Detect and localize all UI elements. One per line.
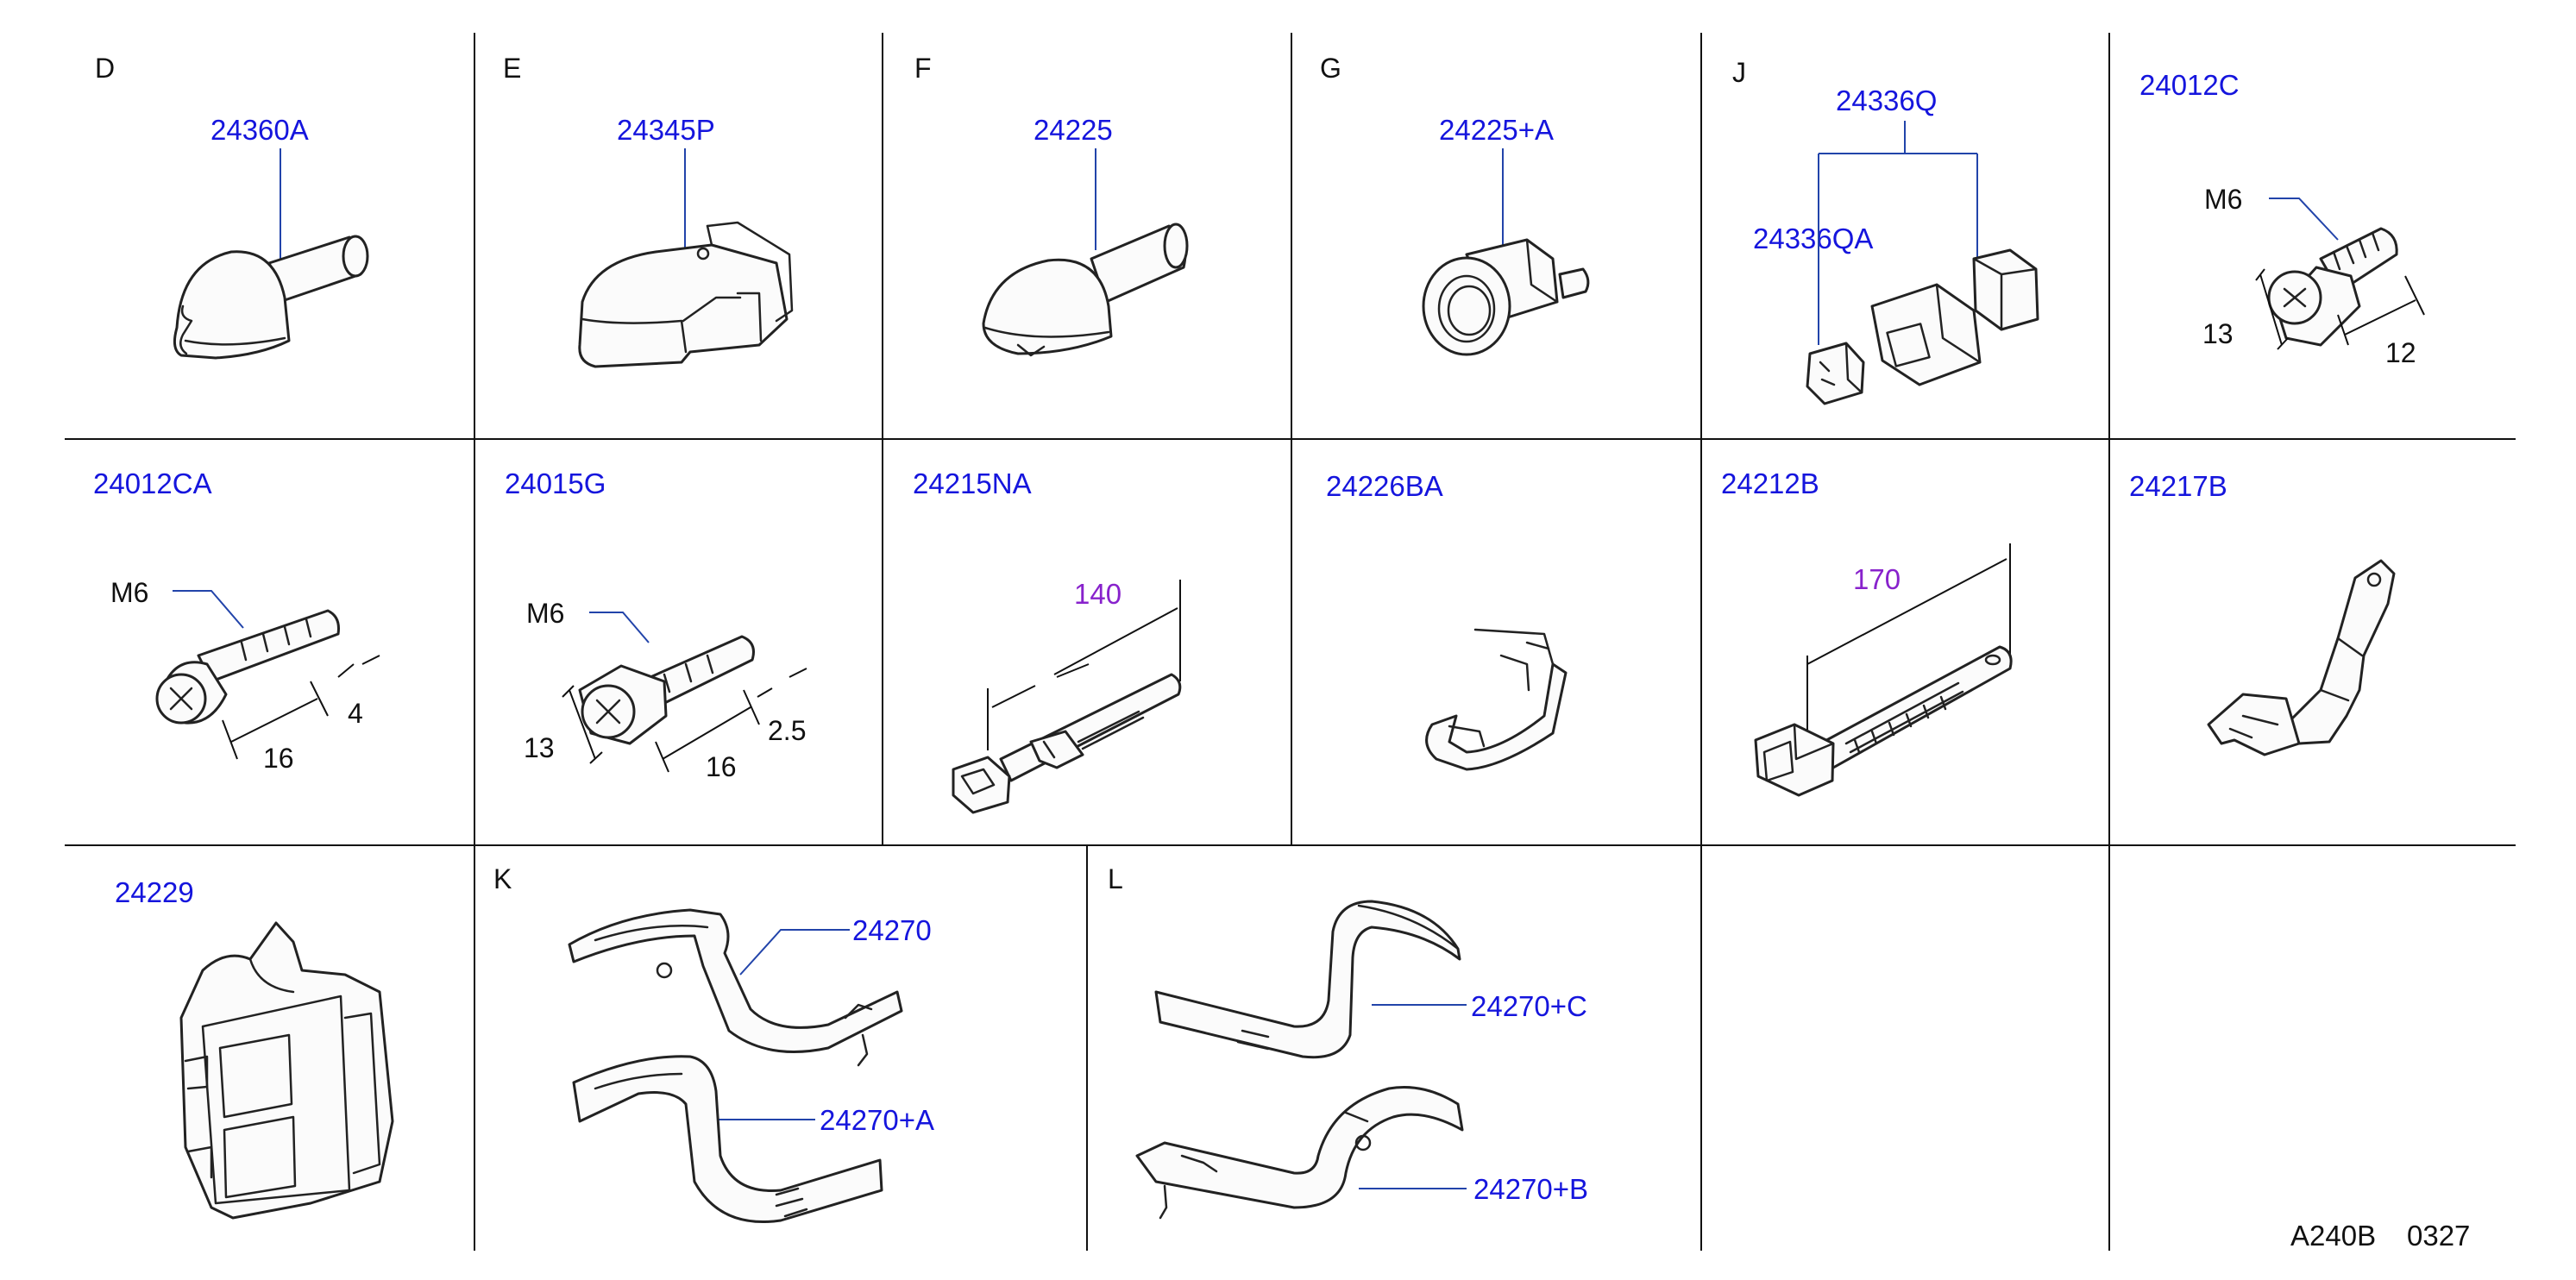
part-number-24360a[interactable]: 24360A — [210, 114, 309, 146]
cable-tie-drawing — [1754, 645, 2013, 797]
cell-k: K 24270 24270+A — [493, 863, 934, 1224]
part-number-24217b[interactable]: 24217B — [2129, 470, 2227, 502]
thread-label: M6 — [526, 598, 564, 629]
cell-24212b: 24212B 170 — [1721, 467, 2013, 797]
cell-letter-k: K — [493, 863, 512, 894]
dim-4: 4 — [348, 698, 363, 729]
part-number-24270[interactable]: 24270 — [852, 914, 932, 946]
part-number-24336q[interactable]: 24336Q — [1836, 85, 1937, 116]
cell-24229: 24229 — [115, 876, 394, 1220]
cell-f: F 24225 — [914, 53, 1189, 357]
diagram-number-text: 0327 — [2407, 1220, 2470, 1252]
part-number-24212b[interactable]: 24212B — [1721, 467, 1819, 499]
cell-24226ba: 24226BA — [1326, 470, 1568, 771]
cell-letter-l: L — [1108, 863, 1123, 894]
part-number-24012c[interactable]: 24012C — [2139, 69, 2240, 101]
cell-g: G 24225+A — [1320, 53, 1590, 356]
cell-letter-d: D — [95, 53, 115, 84]
bolt-drawing — [578, 635, 755, 745]
length-170: 170 — [1853, 563, 1901, 595]
cell-letter-g: G — [1320, 53, 1341, 84]
dim-16: 16 — [706, 751, 737, 782]
cell-24215na: 24215NA 140 — [913, 467, 1182, 814]
diagram-code-text: A240B — [2290, 1220, 2376, 1252]
cell-24012ca: 24012CA M6 4 16 — [93, 467, 380, 774]
dim-12: 12 — [2385, 337, 2416, 368]
part-number-24225-a[interactable]: 24225+A — [1439, 114, 1554, 146]
cell-24217b: 24217B — [2129, 470, 2396, 756]
part-number-24225[interactable]: 24225 — [1034, 114, 1113, 146]
dim-2-5: 2.5 — [768, 715, 806, 746]
cell-l: L 24270+C 24270+B — [1108, 863, 1588, 1220]
part-number-24215na[interactable]: 24215NA — [913, 467, 1032, 499]
harness-clamp-l1-drawing — [1154, 900, 1461, 1059]
harness-clamp-k2-drawing — [572, 1055, 883, 1224]
cell-24012c: 24012C M6 13 12 — [2139, 69, 2425, 368]
cell-letter-j: J — [1732, 57, 1746, 88]
part-number-24270-c[interactable]: 24270+C — [1471, 990, 1587, 1022]
thread-label: M6 — [2204, 184, 2242, 215]
diagram-code: A240B 0327 — [2290, 1220, 2470, 1252]
cell-e: E 24345P — [503, 53, 794, 368]
cell-j: J 24336Q 24336QA — [1732, 57, 2039, 405]
cell-d: D 24360A — [95, 53, 369, 360]
cell-letter-f: F — [914, 53, 932, 84]
clip-drawing — [1425, 628, 1568, 771]
dim-13: 13 — [524, 732, 555, 763]
part-number-24336qa[interactable]: 24336QA — [1753, 223, 1873, 254]
grommet-drawing — [1422, 238, 1590, 356]
bracket-drawing — [2207, 559, 2396, 756]
bolt-drawing — [155, 609, 340, 725]
part-number-24270-b[interactable]: 24270+B — [1473, 1173, 1588, 1205]
part-number-24270-a[interactable]: 24270+A — [820, 1104, 934, 1136]
grid-lines — [65, 33, 2516, 1251]
battery-terminal-cap-drawing — [982, 223, 1189, 357]
harness-clamp-l2-drawing — [1135, 1085, 1464, 1220]
harness-clamp-k1-drawing — [568, 908, 903, 1067]
dim-16: 16 — [263, 743, 294, 774]
part-number-24345p[interactable]: 24345P — [617, 114, 715, 146]
cell-letter-e: E — [503, 53, 521, 84]
connector-drawing — [1806, 248, 2039, 405]
thread-label: M6 — [110, 577, 148, 608]
part-number-24012ca[interactable]: 24012CA — [93, 467, 212, 499]
cable-tie-drawing — [952, 673, 1182, 814]
terminal-cover-drawing — [578, 221, 794, 368]
relay-bracket-drawing — [179, 921, 394, 1220]
dim-13: 13 — [2202, 318, 2234, 349]
battery-terminal-cover-drawing — [173, 235, 369, 360]
part-number-24229[interactable]: 24229 — [115, 876, 194, 908]
part-number-24015g[interactable]: 24015G — [505, 467, 606, 499]
part-number-24226ba[interactable]: 24226BA — [1326, 470, 1443, 502]
length-140: 140 — [1074, 578, 1122, 610]
cell-24015g: 24015G M6 13 16 2.5 — [505, 467, 807, 782]
bolt-drawing — [2267, 227, 2398, 347]
